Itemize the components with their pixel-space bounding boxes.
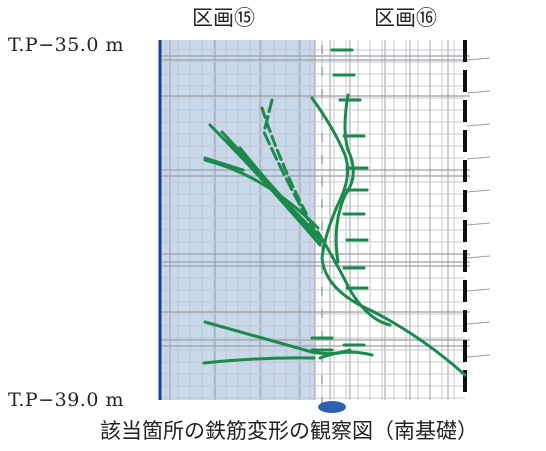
elevation-label-bottom: T.P−39.0 m bbox=[8, 389, 124, 411]
ellipse-mark-icon bbox=[318, 401, 346, 413]
figure-caption: 該当箇所の鉄筋変形の観察図（南基礎） bbox=[100, 419, 478, 443]
elevation-label-top: T.P−35.0 m bbox=[8, 34, 124, 56]
rebar-line bbox=[202, 356, 316, 365]
grid-line bbox=[466, 57, 491, 61]
grid-line bbox=[466, 288, 491, 292]
grid-line bbox=[466, 156, 491, 160]
grid-line bbox=[466, 255, 491, 259]
section-label-right: 区画⑯ bbox=[374, 6, 437, 30]
rebar-stubs bbox=[310, 48, 369, 352]
section-label-left: 区画⑮ bbox=[192, 6, 255, 30]
grid-line bbox=[466, 90, 491, 94]
rebar-line bbox=[318, 350, 374, 360]
rebar-line bbox=[262, 98, 323, 244]
grid-line bbox=[466, 222, 491, 226]
rebar-line bbox=[334, 93, 355, 264]
grid-line bbox=[466, 321, 491, 325]
grid-lines bbox=[160, 40, 491, 406]
deformed-rebar-lines bbox=[202, 48, 467, 377]
grid-line bbox=[466, 189, 491, 193]
rebar-line bbox=[208, 123, 322, 247]
rebar-line bbox=[316, 230, 392, 327]
rebar-line bbox=[203, 156, 245, 172]
grid-line bbox=[466, 354, 491, 358]
grid-line bbox=[466, 123, 491, 127]
